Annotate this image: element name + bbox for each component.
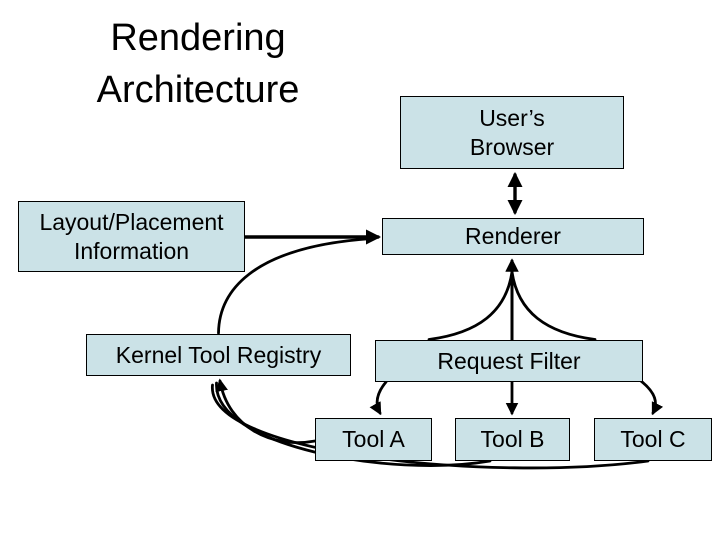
node-tool-b: Tool B (455, 418, 570, 461)
node-layout-placement-information-label: Layout/Placement Information (39, 209, 224, 264)
curve-fan-right (510, 270, 597, 341)
node-tool-a: Tool A (315, 418, 432, 461)
slide-title: Rendering Architecture (96, 17, 300, 111)
node-tool-b-label: Tool B (480, 426, 545, 453)
node-tool-a-label: Tool A (342, 426, 405, 453)
node-users-browser: User’s Browser (400, 96, 624, 169)
node-kernel-tool-registry-label: Kernel Tool Registry (115, 341, 322, 368)
node-kernel-tool-registry: Kernel Tool Registry (86, 334, 351, 376)
arrow-filter-tool-a (369, 380, 388, 416)
node-renderer: Renderer (382, 218, 644, 255)
curve-tool-a-registry (215, 378, 317, 444)
arrow-filter-tool-c (639, 379, 664, 416)
node-tool-c-label: Tool C (620, 426, 686, 453)
node-request-filter-label: Request Filter (437, 347, 581, 374)
node-layout-placement-information: Layout/Placement Information (18, 201, 245, 272)
node-renderer-label: Renderer (465, 223, 561, 250)
node-tool-c: Tool C (594, 418, 712, 461)
node-request-filter: Request Filter (375, 340, 643, 382)
node-users-browser-label: User’s Browser (469, 105, 555, 160)
curve-fan-left (427, 270, 514, 341)
